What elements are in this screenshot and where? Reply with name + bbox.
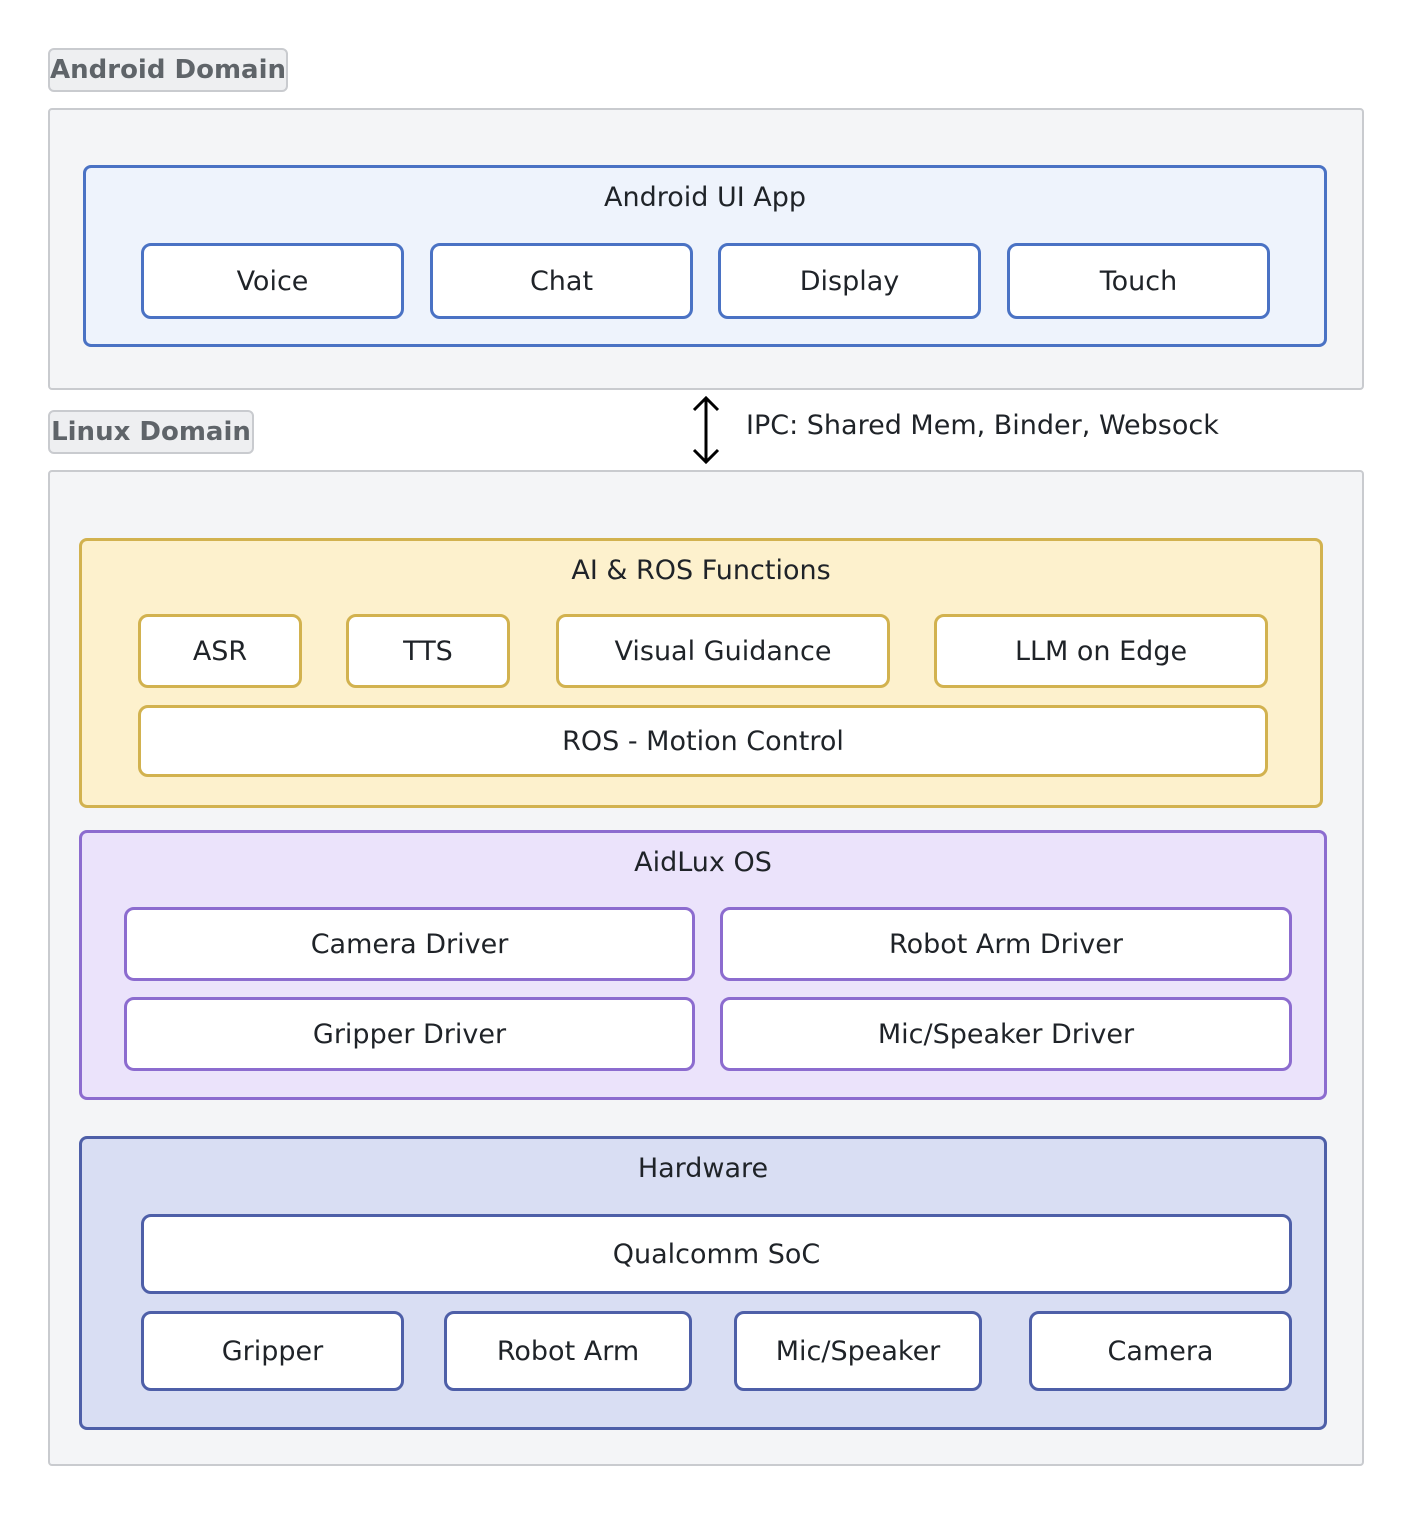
tts-box: TTS [346,614,510,688]
android-ui-app-group: Android UI App Voice Chat Display Touch [83,165,1327,347]
mic-speaker-driver-box: Mic/Speaker Driver [720,997,1292,1071]
ai-ros-functions-title: AI & ROS Functions [571,555,831,586]
touch-box: Touch [1007,243,1270,319]
voice-box: Voice [141,243,404,319]
ai-ros-functions-group: AI & ROS Functions ASR TTS Visual Guidan… [79,538,1323,808]
double-arrow-vertical-icon [692,395,720,465]
display-box: Display [718,243,981,319]
hardware-title: Hardware [637,1153,769,1184]
android-ui-app-title: Android UI App [603,182,807,213]
asr-box: ASR [138,614,302,688]
camera-driver-box: Camera Driver [124,907,695,981]
mic-speaker-box: Mic/Speaker [734,1311,982,1391]
qualcomm-soc-box: Qualcomm SoC [141,1214,1292,1294]
robot-arm-driver-box: Robot Arm Driver [720,907,1292,981]
ros-motion-control-box: ROS - Motion Control [138,705,1268,777]
camera-box: Camera [1029,1311,1292,1391]
robot-arm-box: Robot Arm [444,1311,692,1391]
visual-guidance-box: Visual Guidance [556,614,890,688]
linux-domain-label: Linux Domain [48,410,254,454]
aidlux-os-group: AidLux OS Camera Driver Robot Arm Driver… [79,830,1327,1100]
chat-box: Chat [430,243,693,319]
android-domain-panel: Android UI App Voice Chat Display Touch [48,108,1364,390]
hardware-group: Hardware Qualcomm SoC Gripper Robot Arm … [79,1136,1327,1430]
llm-on-edge-box: LLM on Edge [934,614,1268,688]
gripper-box: Gripper [141,1311,404,1391]
linux-domain-panel: AI & ROS Functions ASR TTS Visual Guidan… [48,470,1364,1466]
ipc-label: IPC: Shared Mem, Binder, Websock [746,410,1219,441]
android-domain-label: Android Domain [48,48,288,92]
aidlux-os-title: AidLux OS [634,847,772,878]
gripper-driver-box: Gripper Driver [124,997,695,1071]
